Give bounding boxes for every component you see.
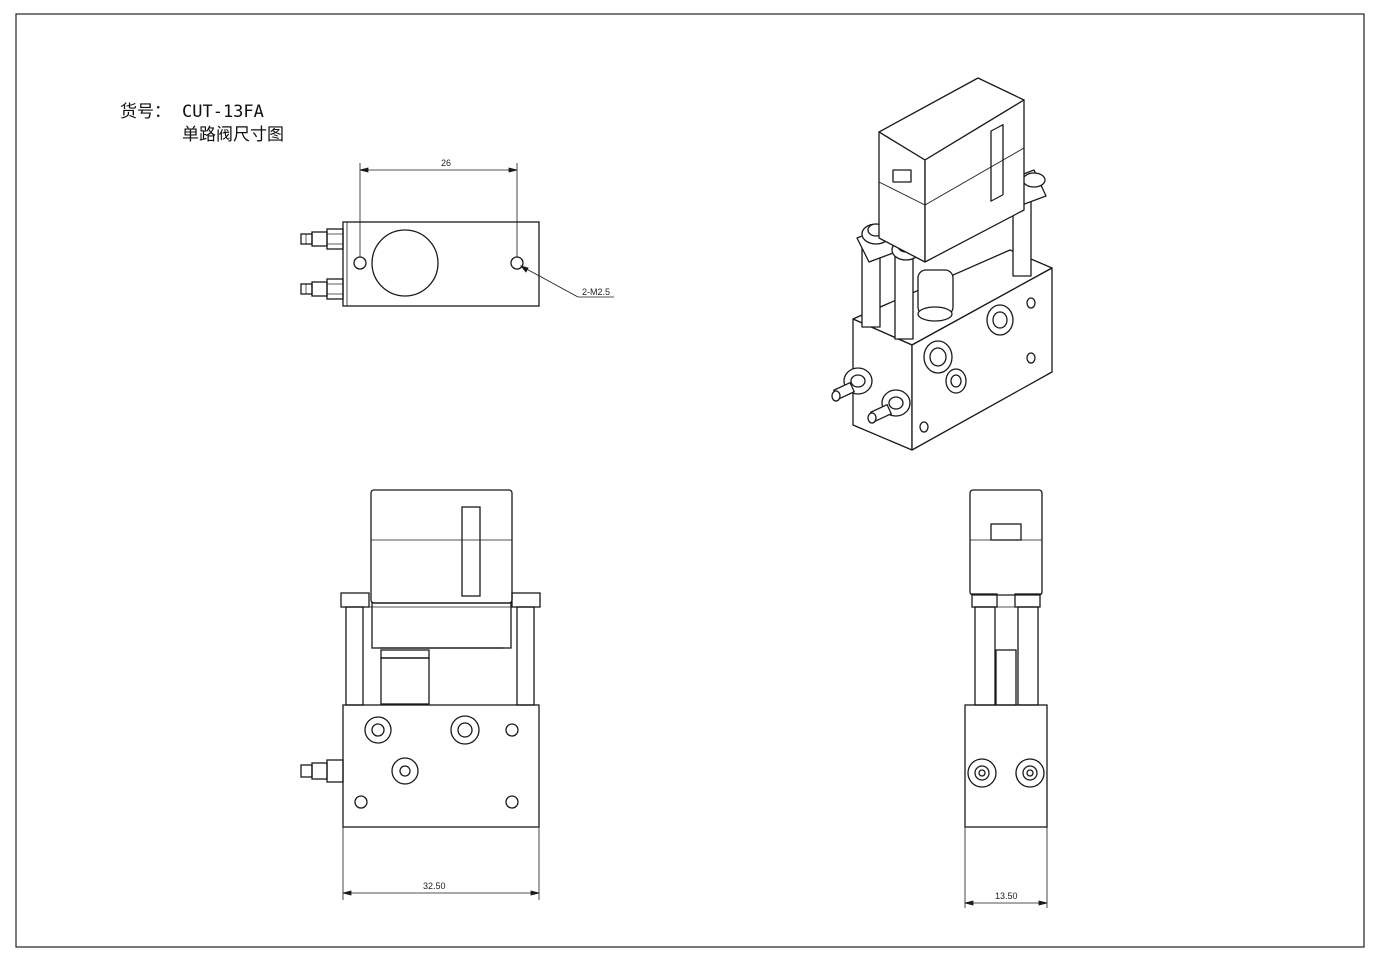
drawing-subtitle: 单路阀尺寸图 <box>182 125 284 145</box>
iso-fitting-2 <box>867 389 911 424</box>
dim-label-side-width: 13.50 <box>995 891 1018 901</box>
isometric-view <box>831 77 1053 451</box>
iso-block-right <box>911 267 1053 451</box>
dim-side-width <box>964 827 1048 908</box>
title-block: 货号： CUT-13FA 单路阀尺寸图 <box>120 102 284 145</box>
dim-label-thread: 2-M2.5 <box>582 287 610 297</box>
side-view <box>964 489 1048 908</box>
top-view-body <box>342 221 540 307</box>
top-view-hole-right <box>510 256 524 270</box>
front-view <box>300 489 541 900</box>
front-block <box>342 704 540 828</box>
thread-leader <box>519 265 614 298</box>
side-coil <box>969 489 1043 596</box>
iso-coil-right <box>924 99 1025 263</box>
part-number: CUT-13FA <box>182 102 264 122</box>
top-view-fitting-upper <box>300 228 344 250</box>
dim-hole-spacing <box>359 163 518 257</box>
front-coil <box>370 489 513 604</box>
top-view-valve-port <box>371 229 439 297</box>
side-block <box>964 704 1048 828</box>
top-view-hole-left <box>353 256 367 270</box>
drawing-frame <box>15 13 1365 948</box>
dim-label-front-width: 32.50 <box>423 881 446 891</box>
iso-fitting-1 <box>831 367 873 402</box>
dim-label-hole-spacing: 26 <box>441 158 451 168</box>
top-view <box>300 163 614 307</box>
part-label: 货号： <box>120 102 171 122</box>
dim-front-width <box>342 827 540 900</box>
top-view-fitting-lower <box>300 278 344 300</box>
